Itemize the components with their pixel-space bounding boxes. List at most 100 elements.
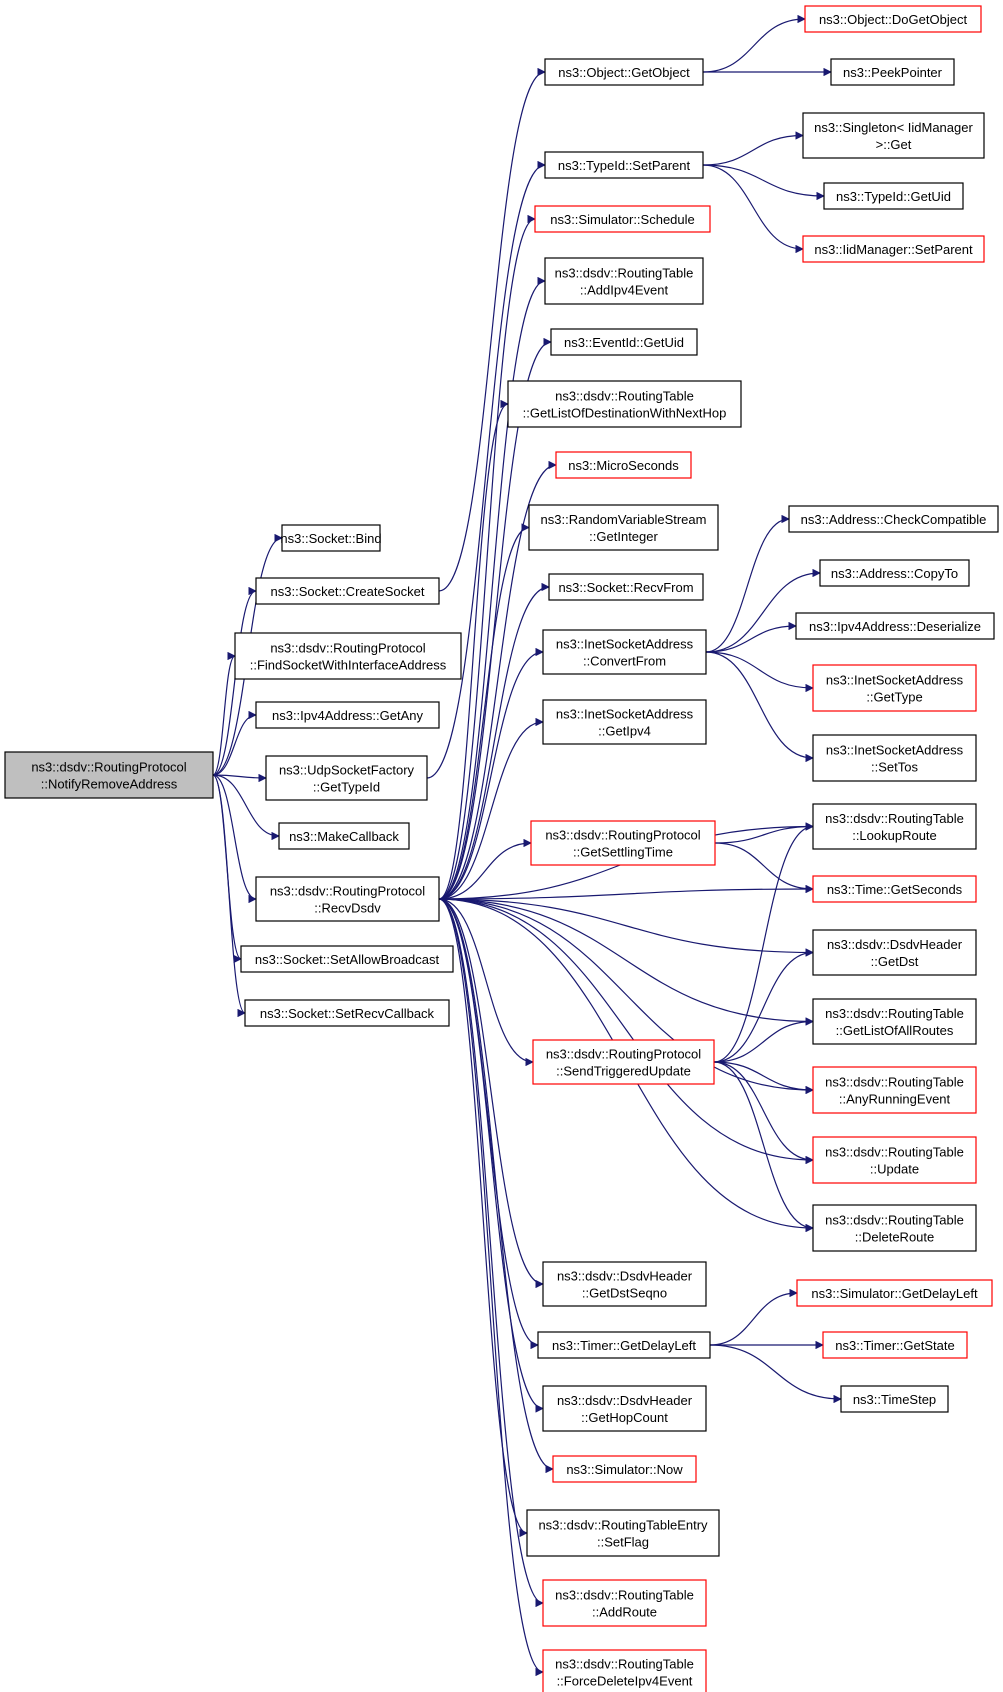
- node-label: ns3::Ipv4Address::GetAny: [272, 708, 424, 723]
- node-box: [796, 1279, 993, 1307]
- node-peekpointer[interactable]: ns3::PeekPointer: [830, 58, 955, 86]
- node-label: ns3::Socket::Bind: [280, 531, 381, 546]
- node-label: ::GetDst: [871, 954, 919, 969]
- node-label: ns3::Object::DoGetObject: [819, 12, 968, 27]
- node-getlistdest[interactable]: ns3::dsdv::RoutingTable::GetListOfDestin…: [507, 380, 742, 428]
- node-getipv4[interactable]: ns3::InetSocketAddress::GetIpv4: [542, 699, 707, 745]
- node-gettype[interactable]: ns3::InetSocketAddress::GetType: [812, 664, 977, 712]
- node-dogetobject[interactable]: ns3::Object::DoGetObject: [804, 5, 982, 33]
- node-label: ::SendTriggeredUpdate: [556, 1064, 691, 1079]
- edge-recvdsdv-to-recvfrom: [438, 582, 550, 900]
- node-makecallback[interactable]: ns3::MakeCallback: [278, 822, 410, 850]
- node-timestep[interactable]: ns3::TimeStep: [840, 1385, 949, 1413]
- node-singletonget[interactable]: ns3::Singleton< IidManager>::Get: [802, 112, 985, 159]
- node-createsocket[interactable]: ns3::Socket::CreateSocket: [255, 577, 440, 605]
- edge-root-to-createsocket: [212, 586, 257, 776]
- node-simgetdelay[interactable]: ns3::Simulator::GetDelayLeft: [796, 1279, 993, 1307]
- node-label: ::Update: [870, 1162, 919, 1177]
- node-bind[interactable]: ns3::Socket::Bind: [280, 524, 382, 552]
- node-label: ::FindSocketWithInterfaceAddress: [250, 658, 447, 673]
- node-label: ns3::dsdv::RoutingProtocol: [31, 760, 186, 775]
- node-iidsetparent[interactable]: ns3::IidManager::SetParent: [802, 235, 985, 263]
- edge-sendtriggered-to-getdst: [713, 948, 814, 1063]
- node-getobject[interactable]: ns3::Object::GetObject: [544, 58, 704, 86]
- node-recvfrom[interactable]: ns3::Socket::RecvFrom: [548, 573, 704, 601]
- edge-recvdsdv-to-getlistall: [438, 898, 814, 1026]
- node-box: [812, 998, 977, 1045]
- node-label: ns3::InetSocketAddress: [826, 743, 964, 758]
- node-getdstseqno[interactable]: ns3::dsdv::DsdvHeader::GetDstSeqno: [542, 1261, 707, 1307]
- node-schedule[interactable]: ns3::Simulator::Schedule: [534, 205, 711, 233]
- edge-convertfrom-to-copyto: [705, 568, 821, 653]
- node-label: ns3::IidManager::SetParent: [814, 242, 973, 257]
- node-getsettling[interactable]: ns3::dsdv::RoutingProtocol::GetSettlingT…: [530, 820, 716, 866]
- node-getinteger[interactable]: ns3::RandomVariableStream::GetInteger: [528, 504, 719, 551]
- node-root[interactable]: ns3::dsdv::RoutingProtocol::NotifyRemove…: [4, 751, 214, 799]
- node-box: [534, 205, 711, 233]
- node-label: ns3::Simulator::GetDelayLeft: [811, 1286, 978, 1301]
- node-getany[interactable]: ns3::Ipv4Address::GetAny: [255, 701, 440, 729]
- nodes: ns3::dsdv::RoutingProtocol::NotifyRemove…: [4, 5, 999, 1692]
- node-label: ns3::InetSocketAddress: [826, 673, 964, 688]
- node-box: [537, 1331, 711, 1359]
- node-label: ns3::RandomVariableStream: [541, 512, 707, 527]
- node-findsocket[interactable]: ns3::dsdv::RoutingProtocol::FindSocketWi…: [234, 632, 462, 680]
- node-lookuproute[interactable]: ns3::dsdv::RoutingTable::LookupRoute: [812, 803, 977, 850]
- node-microseconds[interactable]: ns3::MicroSeconds: [555, 451, 692, 479]
- edge-getsettling-to-getseconds: [714, 842, 814, 894]
- node-anyrunning[interactable]: ns3::dsdv::RoutingTable::AnyRunningEvent: [812, 1066, 977, 1114]
- node-box: [552, 1455, 697, 1483]
- node-label: ::AddRoute: [592, 1605, 657, 1620]
- node-label: ::GetType: [866, 690, 922, 705]
- edge-sendtriggered-to-lookuproute: [713, 822, 814, 1063]
- node-checkcompat[interactable]: ns3::Address::CheckCompatible: [788, 505, 999, 533]
- node-label: ns3::dsdv::RoutingTable: [555, 389, 694, 404]
- node-label: ns3::dsdv::RoutingTable: [555, 266, 694, 281]
- node-convertfrom[interactable]: ns3::InetSocketAddress::ConvertFrom: [542, 629, 707, 675]
- node-box: [823, 182, 964, 210]
- node-label: ns3::TypeId::GetUid: [836, 189, 951, 204]
- node-addroute[interactable]: ns3::dsdv::RoutingTable::AddRoute: [542, 1579, 707, 1627]
- node-label: ::GetHopCount: [581, 1410, 668, 1425]
- edges: [212, 14, 842, 1677]
- node-setrecvcallback[interactable]: ns3::Socket::SetRecvCallback: [244, 999, 450, 1027]
- node-label: ns3::EventId::GetUid: [564, 335, 684, 350]
- node-box: [278, 822, 410, 850]
- node-getseconds[interactable]: ns3::Time::GetSeconds: [812, 875, 977, 903]
- node-setallowbroadcast[interactable]: ns3::Socket::SetAllowBroadcast: [240, 945, 454, 973]
- node-recvdsdv[interactable]: ns3::dsdv::RoutingProtocol::RecvDsdv: [255, 876, 440, 922]
- node-label: ::LookupRoute: [852, 828, 937, 843]
- node-label: >::Get: [876, 137, 912, 152]
- node-sendtriggered[interactable]: ns3::dsdv::RoutingProtocol::SendTriggere…: [532, 1039, 715, 1085]
- edge-recvdsdv-to-addroute: [438, 898, 544, 1608]
- node-eventgetuid[interactable]: ns3::EventId::GetUid: [550, 328, 698, 356]
- node-getdst[interactable]: ns3::dsdv::DsdvHeader::GetDst: [812, 929, 977, 976]
- node-setflag[interactable]: ns3::dsdv::RoutingTableEntry::SetFlag: [526, 1509, 720, 1557]
- node-label: ns3::dsdv::RoutingProtocol: [270, 641, 425, 656]
- node-label: ::GetInteger: [589, 529, 658, 544]
- edge-udpfactory-to-setparent: [426, 160, 546, 779]
- edge-root-to-recvdsdv: [212, 774, 257, 904]
- node-addipv4event[interactable]: ns3::dsdv::RoutingTable::AddIpv4Event: [544, 257, 704, 305]
- node-update[interactable]: ns3::dsdv::RoutingTable::Update: [812, 1136, 977, 1184]
- node-timergetstate[interactable]: ns3::Timer::GetState: [822, 1331, 968, 1359]
- node-label: ns3::dsdv::RoutingTable: [825, 1145, 964, 1160]
- node-gethopcount[interactable]: ns3::dsdv::DsdvHeader::GetHopCount: [542, 1385, 707, 1432]
- node-setparent[interactable]: ns3::TypeId::SetParent: [544, 151, 704, 179]
- node-label: ns3::dsdv::RoutingTable: [555, 1588, 694, 1603]
- node-settos[interactable]: ns3::InetSocketAddress::SetTos: [812, 734, 977, 782]
- node-timergetdelay[interactable]: ns3::Timer::GetDelayLeft: [537, 1331, 711, 1359]
- node-label: ns3::dsdv::DsdvHeader: [557, 1269, 693, 1284]
- node-deleteroute[interactable]: ns3::dsdv::RoutingTable::DeleteRoute: [812, 1204, 977, 1252]
- node-getlistall[interactable]: ns3::dsdv::RoutingTable::GetListOfAllRou…: [812, 998, 977, 1045]
- node-udpfactory[interactable]: ns3::UdpSocketFactory::GetTypeId: [265, 755, 428, 801]
- node-copyto[interactable]: ns3::Address::CopyTo: [819, 559, 970, 587]
- node-forcedelete[interactable]: ns3::dsdv::RoutingTable::ForceDeleteIpv4…: [542, 1649, 707, 1692]
- node-box: [795, 612, 995, 640]
- edge-timergetdelay-to-timestep: [709, 1344, 842, 1404]
- node-typeidgetuid[interactable]: ns3::TypeId::GetUid: [823, 182, 964, 210]
- node-deserialize[interactable]: ns3::Ipv4Address::Deserialize: [795, 612, 995, 640]
- node-label: ns3::Address::CheckCompatible: [801, 512, 987, 527]
- node-simnow[interactable]: ns3::Simulator::Now: [552, 1455, 697, 1483]
